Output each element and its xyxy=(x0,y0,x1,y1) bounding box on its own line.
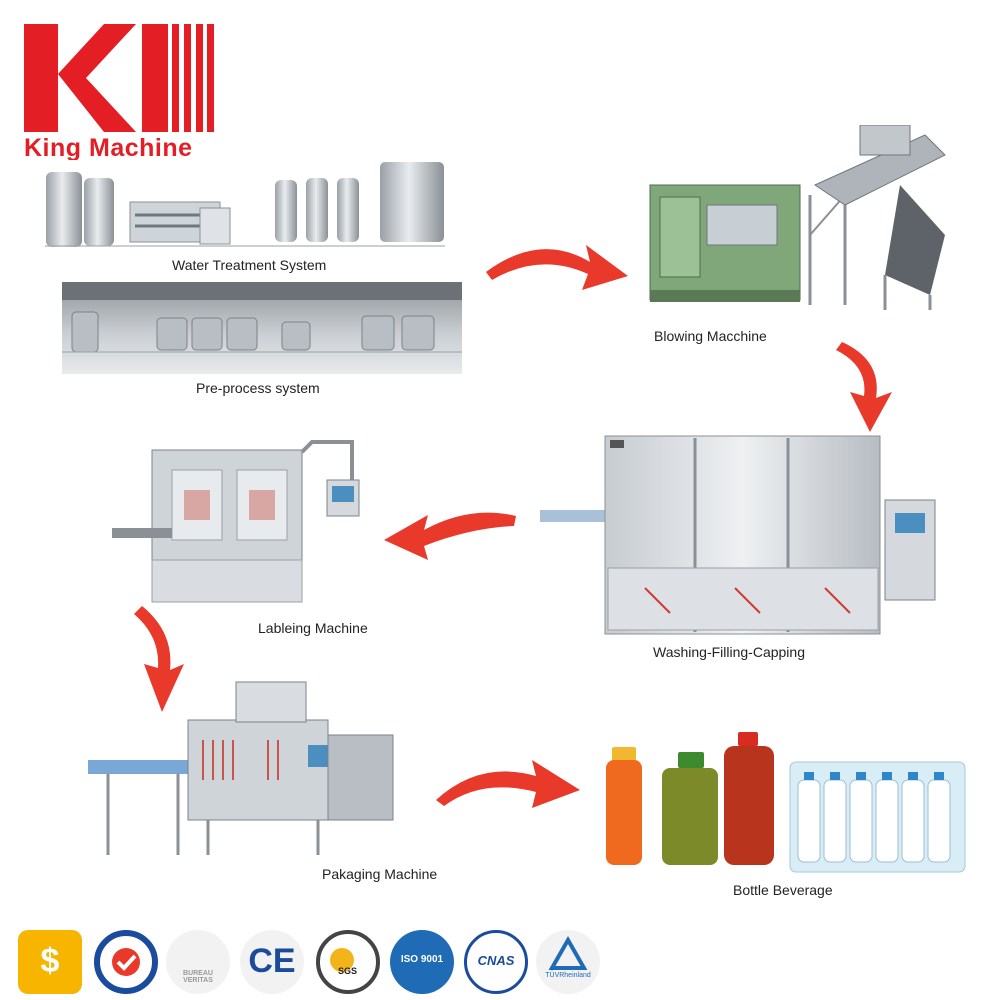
packaging-machine-image xyxy=(88,680,396,860)
cnas-icon: CNAS xyxy=(464,930,528,994)
washing-filling-capping-image xyxy=(540,428,940,640)
pre-process-image xyxy=(62,282,462,374)
step-label-bottle-beverage: Bottle Beverage xyxy=(733,882,833,898)
tuv-rheinland-icon: TÜVRheinland xyxy=(536,930,600,994)
arrow-to-packaging xyxy=(134,606,184,712)
arrow-to-blowing xyxy=(486,245,628,290)
water-treatment-image xyxy=(40,160,450,255)
step-label-packaging: Pakaging Machine xyxy=(322,866,438,882)
step-label-water-treatment: Water Treatment System xyxy=(172,257,327,273)
step-label-blowing: Blowing Macchine xyxy=(654,328,767,344)
blowing-machine-image xyxy=(645,125,950,320)
company-logo: King Machine xyxy=(24,22,214,162)
king-machine-logo-mark xyxy=(24,24,214,132)
ce-mark-icon: CE xyxy=(240,930,304,994)
arrow-to-filling xyxy=(836,342,892,432)
step-label-labeling: Lableing Machine xyxy=(258,620,368,636)
sgs-icon: SGS xyxy=(316,930,380,994)
labeling-machine-image xyxy=(112,440,360,608)
iso-9001-icon: ISO 9001 xyxy=(390,930,454,994)
step-label-pre-process: Pre-process system xyxy=(196,380,320,396)
verified-check-icon xyxy=(94,930,158,994)
bottle-beverage-image xyxy=(600,732,972,877)
arrow-to-labeling xyxy=(384,512,516,560)
arrow-to-beverage xyxy=(436,760,580,808)
step-label-washing-filling-capping: Washing-Filling-Capping xyxy=(653,644,805,660)
logo-brand-text: King Machine xyxy=(24,134,193,162)
bureau-veritas-icon: BUREAU VERITAS xyxy=(166,930,230,994)
gold-supplier-icon: $ xyxy=(18,930,82,994)
